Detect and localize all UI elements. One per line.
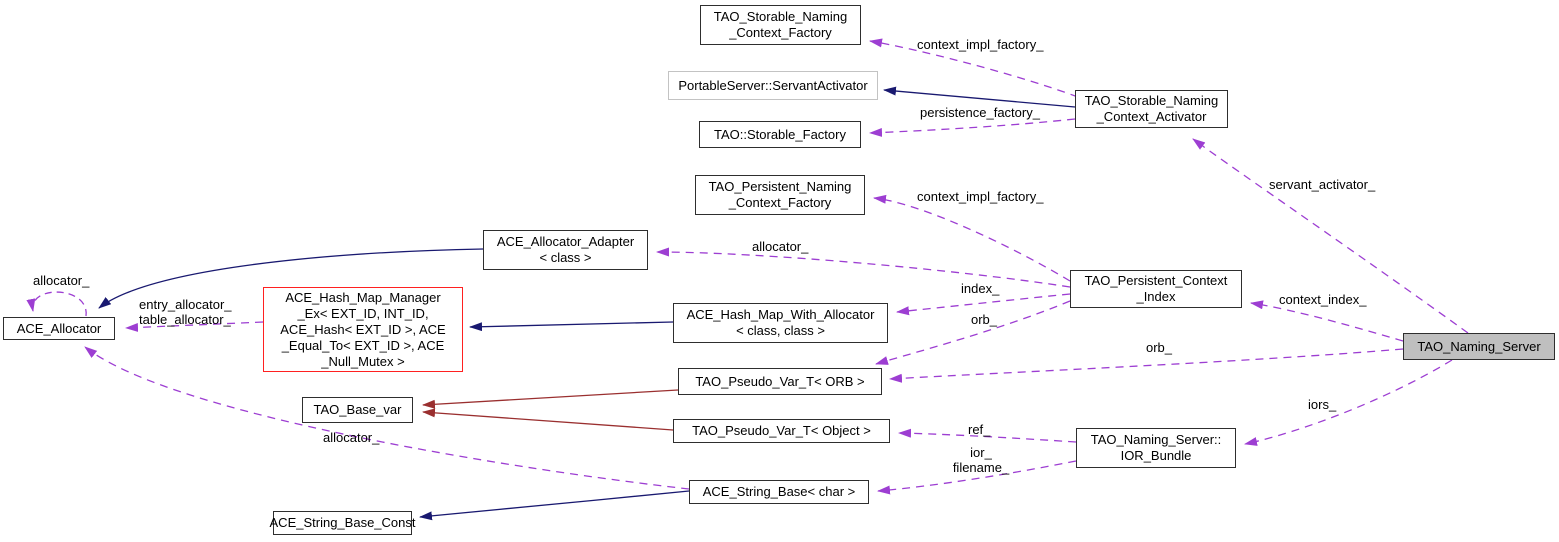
node-tao-storable-naming-context-activator[interactable]: TAO_Storable_Naming _Context_Activator: [1075, 90, 1228, 128]
node-tao-pseudo-var-t-object[interactable]: TAO_Pseudo_Var_T< Object >: [673, 419, 890, 443]
edge-label-iors: iors_: [1308, 397, 1337, 412]
edge-entry-table-allocator: [125, 321, 264, 332]
node-tao-storable-factory[interactable]: TAO::Storable_Factory: [699, 121, 861, 148]
edge-allocator-string: [84, 346, 690, 490]
node-ace-allocator-adapter[interactable]: ACE_Allocator_Adapter < class >: [483, 230, 648, 270]
edge-label-orb-from-server: orb_: [1146, 340, 1173, 355]
edge-inherit-servant-activator: [883, 86, 1076, 108]
edge-servant-activator: [1192, 138, 1469, 334]
edge-iors: [1244, 359, 1453, 446]
edge-index: [896, 293, 1071, 316]
node-tao-storable-naming-context-factory[interactable]: TAO_Storable_Naming _Context_Factory: [700, 5, 861, 45]
edge-label-ref: ref_: [968, 422, 991, 437]
node-ace-string-base-char[interactable]: ACE_String_Base< char >: [689, 480, 869, 504]
node-tao-naming-server: TAO_Naming_Server: [1403, 333, 1555, 360]
node-ace-string-base-const[interactable]: ACE_String_Base_Const: [270, 511, 416, 535]
edge-label-orb-from-index: orb_: [971, 312, 998, 327]
edge-allocator-adapter: [656, 247, 1071, 288]
edge-label-context-impl-factory-storable: context_impl_factory_: [917, 37, 1044, 52]
edge-label-allocator-adapter: allocator_: [752, 239, 809, 254]
edge-label-context-index: context_index_: [1279, 292, 1367, 307]
edge-ior-filename: [877, 460, 1077, 495]
edge-context-impl-factory-persistent: [873, 194, 1071, 282]
edge-persistence-factory: [869, 118, 1076, 137]
edge-inherit-allocator-adapter: [98, 248, 484, 309]
node-ace-hash-map-manager-ex[interactable]: ACE_Hash_Map_Manager _Ex< EXT_ID, INT_ID…: [263, 287, 463, 372]
node-ace-hash-map-with-allocator[interactable]: ACE_Hash_Map_With_Allocator < class, cla…: [673, 303, 888, 343]
node-tao-persistent-context-index[interactable]: TAO_Persistent_Context _Index: [1070, 270, 1242, 308]
edge-label-allocator-self: allocator_: [33, 273, 90, 288]
edge-label-index: index_: [961, 281, 1000, 296]
edge-label-context-impl-factory-persistent: context_impl_factory_: [917, 189, 1044, 204]
edge-context-impl-factory-storable: [869, 38, 1079, 98]
node-ace-allocator[interactable]: ACE_Allocator: [3, 317, 115, 340]
edge-orb-from-index: [875, 300, 1071, 365]
node-tao-pseudo-var-t-orb[interactable]: TAO_Pseudo_Var_T< ORB >: [678, 368, 882, 395]
edge-label-persistence-factory: persistence_factory_: [920, 105, 1040, 120]
edge-context-index: [1250, 300, 1404, 342]
edge-allocator-self-loop: [26, 291, 87, 317]
edge-label-allocator-string: allocator_: [323, 430, 380, 445]
edge-orb-from-server: [889, 348, 1404, 383]
node-tao-naming-server-ior-bundle[interactable]: TAO_Naming_Server:: IOR_Bundle: [1076, 428, 1236, 468]
edge-label-entry-table-allocator: entry_allocator_ table_allocator_: [139, 297, 232, 327]
edge-label-servant-activator: servant_activator_: [1269, 177, 1376, 192]
edge-inherit-hash-map: [469, 321, 674, 332]
edge-ref: [898, 428, 1077, 443]
edge-inherit-pseudo-var-object: [422, 408, 674, 431]
edge-inherit-string-base: [419, 490, 690, 521]
edge-inherit-pseudo-var-orb: [422, 389, 679, 409]
node-tao-persistent-naming-context-factory[interactable]: TAO_Persistent_Naming _Context_Factory: [695, 175, 865, 215]
node-tao-base-var[interactable]: TAO_Base_var: [302, 397, 413, 423]
edge-label-ior-filename: ior_ filename_: [952, 445, 1010, 475]
node-portableserver-servantactivator[interactable]: PortableServer::ServantActivator: [668, 71, 878, 100]
